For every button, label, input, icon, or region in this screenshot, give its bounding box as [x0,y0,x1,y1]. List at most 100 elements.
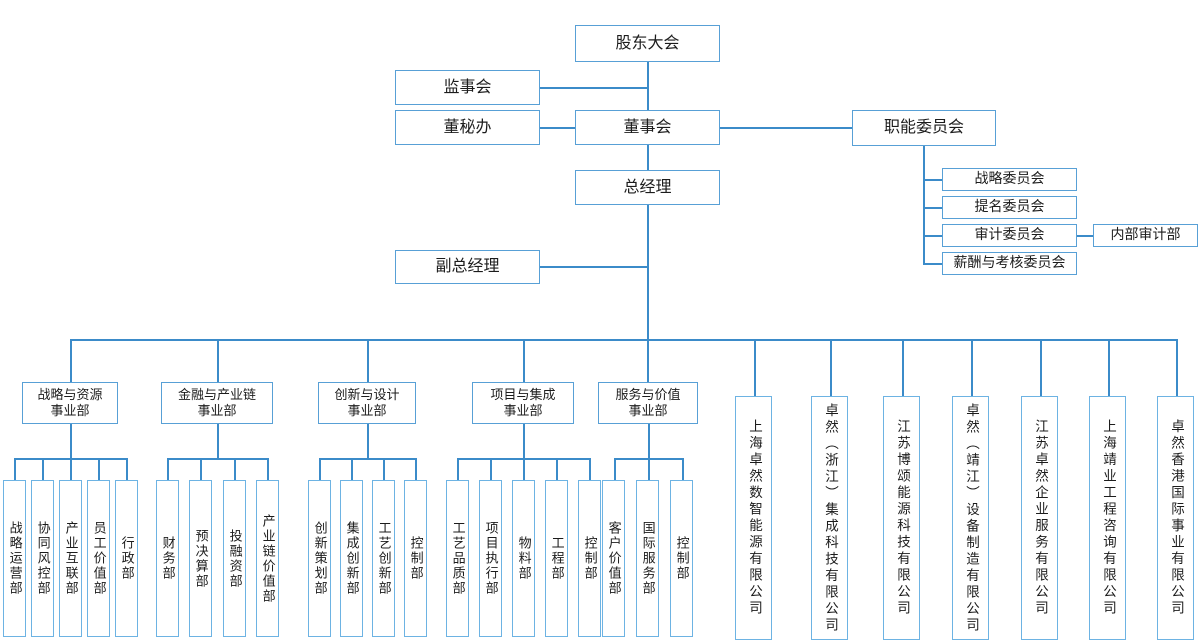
connector-line [319,458,321,480]
connector-line [70,458,72,480]
connector-line [540,266,647,268]
connector-line [234,458,236,480]
node-general-manager: 总经理 [575,170,720,205]
connector-line [351,458,353,480]
department-box: 预决算部 [189,480,212,637]
connector-line [923,235,942,237]
department-box: 产业互联部 [59,480,82,637]
department-box: 控制部 [670,480,693,637]
division-label: 项目与集成 [490,386,556,402]
node-board-secretary-office: 董秘办 [395,110,540,145]
connector-line [457,458,459,480]
connector-line [367,339,369,382]
connector-line [523,458,525,480]
department-box: 控制部 [404,480,427,637]
node-supervisory-board: 监事会 [395,70,540,105]
department-box: 客户价值部 [602,480,625,637]
division-label: 战略与资源 [37,386,103,402]
connector-line [648,424,650,458]
department-box: 集成创新部 [340,480,363,637]
connector-line [1077,235,1093,237]
connector-line [167,458,169,480]
connector-line [217,339,219,382]
connector-line [200,458,202,480]
connector-line [556,458,558,480]
connector-line [1108,339,1110,396]
connector-line [923,263,942,265]
connector-line [830,339,832,396]
subsidiary-box: 卓然（靖江）设备制造有限公司 [952,396,989,640]
connector-line [540,127,575,129]
connector-line [217,424,219,458]
department-box: 物料部 [512,480,535,637]
connector-line [682,458,684,480]
node-remuneration-appraisal-committee: 薪酬与考核委员会 [942,252,1077,275]
department-box: 产业链价值部 [256,480,279,637]
division-label: 创新与设计 [334,386,400,402]
connector-line [523,339,525,382]
division-label: 服务与价值 [615,386,681,402]
connector-line [902,339,904,396]
department-box: 行政部 [115,480,138,637]
connector-line [523,424,525,458]
node-strategy-committee: 战略委员会 [942,168,1077,191]
connector-line [647,205,649,382]
node-deputy-general-manager: 副总经理 [395,250,540,284]
connector-line [971,339,973,396]
division-label: 金融与产业链 [177,386,256,402]
subsidiary-box: 江苏博颂能源科技有限公司 [883,396,920,640]
connector-line [589,458,591,480]
division-strategy-resources: 战略与资源事业部 [22,382,118,424]
department-box: 财务部 [156,480,179,637]
connector-line [614,458,616,480]
connector-line [267,458,269,480]
node-functional-committees: 职能委员会 [852,110,996,146]
department-box: 国际服务部 [636,480,659,637]
node-audit-committee: 审计委员会 [942,224,1077,247]
connector-line [1176,339,1178,396]
connector-line [70,339,72,382]
connector-line [98,458,100,480]
subsidiary-box: 卓然香港国际事业有限公司 [1157,396,1194,640]
subsidiary-box: 卓然（浙江）集成科技有限公司 [811,396,848,640]
connector-line [923,207,942,209]
connector-line [367,424,369,458]
connector-line [319,458,416,460]
department-box: 工艺创新部 [372,480,395,637]
division-service-value: 服务与价值事业部 [598,382,698,424]
connector-line [126,458,128,480]
connector-line [923,179,942,181]
department-box: 项目执行部 [479,480,502,637]
division-label: 事业部 [50,403,90,418]
connector-line [648,458,650,480]
connector-line [70,424,72,458]
connector-line [42,458,44,480]
connector-line [383,458,385,480]
connector-line [754,339,756,396]
department-box: 创新策划部 [308,480,331,637]
division-label: 事业部 [503,403,543,418]
subsidiary-box: 上海卓然数智能源有限公司 [735,396,772,640]
connector-line [1040,339,1042,396]
department-box: 工艺品质部 [446,480,469,637]
connector-line [540,87,648,89]
department-box: 员工价值部 [87,480,110,637]
division-finance-industry-chain: 金融与产业链事业部 [161,382,273,424]
node-internal-audit-dept: 内部审计部 [1093,224,1198,247]
connector-line [647,62,649,110]
connector-line [647,145,649,170]
connector-line [14,458,16,480]
department-box: 控制部 [578,480,601,637]
connector-line [923,146,925,264]
subsidiary-box: 上海靖业工程咨询有限公司 [1089,396,1126,640]
node-shareholders-meeting: 股东大会 [575,25,720,62]
division-project-integration: 项目与集成事业部 [472,382,574,424]
division-innovation-design: 创新与设计事业部 [318,382,416,424]
node-board-of-directors: 董事会 [575,110,720,145]
division-label: 事业部 [347,403,387,418]
department-box: 战略运营部 [3,480,26,637]
department-box: 工程部 [545,480,568,637]
division-label: 事业部 [197,403,237,418]
department-box: 投融资部 [223,480,246,637]
